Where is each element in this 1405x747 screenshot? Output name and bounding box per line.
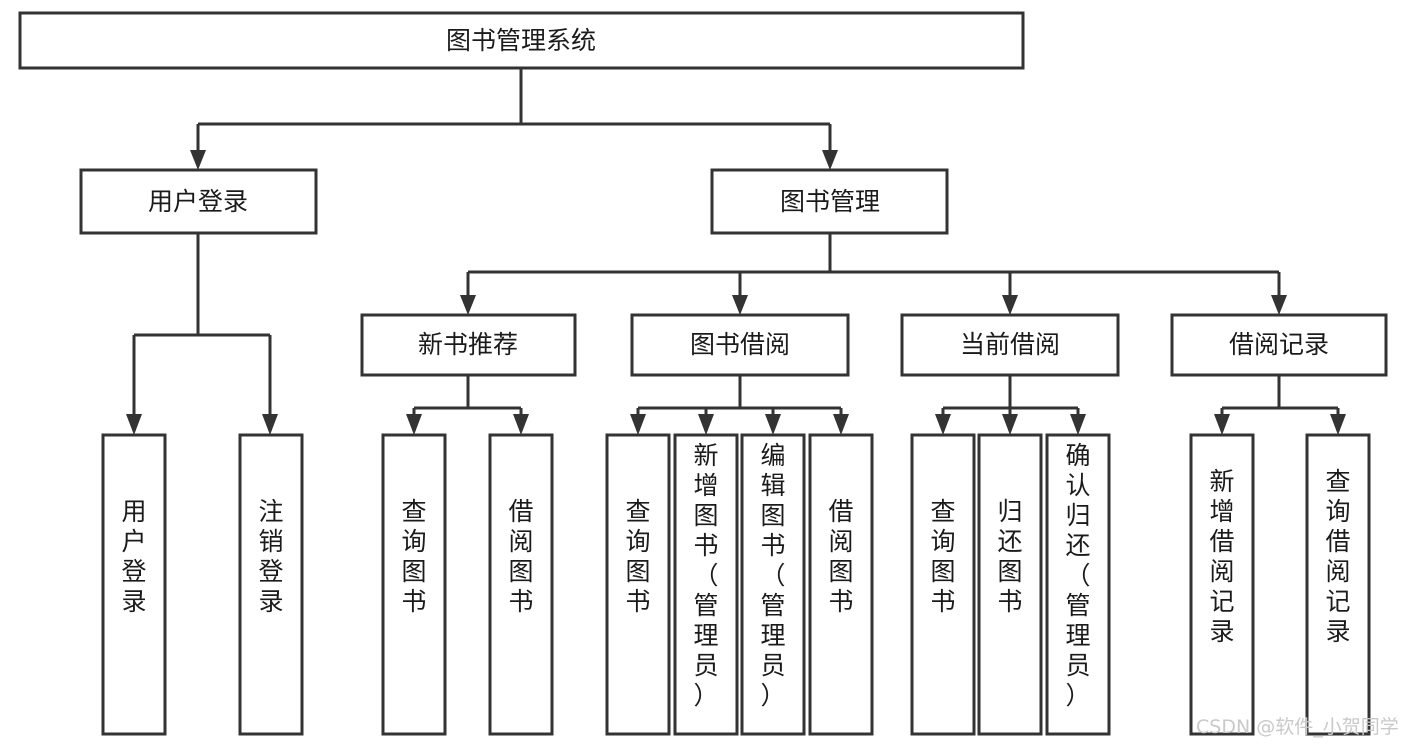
node-current-borrow-label: 当前借阅 — [960, 330, 1060, 359]
node-leaf-return-book[interactable]: 归还图书 — [977, 433, 1043, 736]
node-leaf-user-logout-label: 注销登录 — [258, 497, 283, 616]
node-leaf-add-record-label: 新增借阅记录 — [1209, 467, 1234, 646]
node-leaf-borrow-book-1-box[interactable] — [488, 433, 554, 736]
node-leaf-return-book-box[interactable] — [977, 433, 1043, 736]
node-new-book-rec-label: 新书推荐 — [418, 330, 518, 359]
node-leaf-query-record-label: 查询借阅记录 — [1325, 467, 1350, 646]
node-book-borrow-label: 图书借阅 — [690, 330, 790, 359]
node-leaf-query-book-2[interactable]: 查询图书 — [605, 433, 671, 736]
arrow-head-leaf-borrow-book-1 — [513, 414, 529, 435]
node-root-box[interactable] — [18, 11, 1025, 70]
node-leaf-borrow-book-1[interactable]: 借阅图书 — [488, 433, 554, 736]
arrow-head-borrow-record — [1271, 295, 1287, 315]
arrow-head-leaf-confirm-return — [1070, 414, 1086, 435]
node-leaf-borrow-book-2[interactable]: 借阅图书 — [808, 433, 874, 736]
node-new-book-rec[interactable]: 新书推荐 — [360, 313, 577, 377]
node-user-login-label: 用户登录 — [148, 187, 248, 216]
arrow-head-leaf-query-book-1 — [406, 414, 422, 435]
arrow-head-leaf-add-book — [698, 414, 714, 435]
node-root[interactable]: 图书管理系统 — [18, 11, 1025, 70]
node-current-borrow-box[interactable] — [900, 313, 1120, 377]
node-leaf-borrow-book-1-label: 借阅图书 — [508, 497, 533, 616]
connector-layer — [126, 68, 1346, 435]
node-leaf-add-record-box[interactable] — [1189, 433, 1255, 736]
node-borrow-record-box[interactable] — [1170, 313, 1388, 377]
node-new-book-rec-box[interactable] — [360, 313, 577, 377]
arrow-head-leaf-return-book — [1002, 414, 1018, 435]
node-leaf-add-book-box[interactable] — [673, 433, 739, 736]
node-leaf-borrow-book-2-label: 借阅图书 — [828, 497, 853, 616]
node-borrow-record-label: 借阅记录 — [1229, 330, 1329, 359]
node-leaf-edit-book-box[interactable] — [740, 433, 806, 736]
node-borrow-record[interactable]: 借阅记录 — [1170, 313, 1388, 377]
node-leaf-user-logout[interactable]: 注销登录 — [238, 433, 304, 736]
arrow-head-leaf-query-record — [1330, 414, 1346, 435]
arrow-head-user-login — [190, 150, 206, 170]
node-leaf-query-book-3[interactable]: 查询图书 — [910, 433, 976, 736]
node-leaf-query-book-2-box[interactable] — [605, 433, 671, 736]
arrow-head-leaf-edit-book — [765, 414, 781, 435]
node-leaf-confirm-return[interactable]: 确认归还（管理员） — [1045, 433, 1111, 736]
node-leaf-edit-book[interactable]: 编辑图书（管理员） — [740, 433, 806, 736]
node-root-label: 图书管理系统 — [446, 26, 596, 55]
node-current-borrow[interactable]: 当前借阅 — [900, 313, 1120, 377]
csdn-watermark: CSDN @软件_小贺同学 — [1196, 716, 1399, 738]
node-leaf-confirm-return-label: 确认归还（管理员） — [1065, 441, 1090, 710]
arrow-head-leaf-user-logout — [262, 414, 278, 435]
node-leaf-add-book[interactable]: 新增图书（管理员） — [673, 433, 739, 736]
node-leaf-query-book-3-label: 查询图书 — [930, 497, 955, 616]
node-leaf-return-book-label: 归还图书 — [997, 497, 1022, 616]
node-book-manage-label: 图书管理 — [780, 187, 880, 216]
node-leaf-add-record[interactable]: 新增借阅记录 — [1189, 433, 1255, 736]
node-leaf-user-login-label: 用户登录 — [121, 497, 146, 616]
node-leaf-query-record[interactable]: 查询借阅记录 — [1305, 433, 1371, 736]
node-user-login-box[interactable] — [79, 168, 318, 235]
arrow-head-new-book-rec — [460, 295, 476, 315]
arrow-head-leaf-user-login — [126, 414, 142, 435]
node-leaf-query-book-2-label: 查询图书 — [625, 497, 650, 616]
node-leaf-user-logout-box[interactable] — [238, 433, 304, 736]
node-book-borrow[interactable]: 图书借阅 — [630, 313, 850, 377]
arrow-head-book-borrow — [732, 295, 748, 315]
node-leaf-query-book-1-box[interactable] — [381, 433, 447, 736]
node-leaf-query-book-3-box[interactable] — [910, 433, 976, 736]
node-leaf-query-book-1-label: 查询图书 — [401, 497, 426, 616]
node-leaf-user-login[interactable]: 用户登录 — [101, 433, 167, 736]
node-leaf-confirm-return-box[interactable] — [1045, 433, 1111, 736]
arrow-head-book-manage — [822, 150, 838, 170]
node-leaf-user-login-box[interactable] — [101, 433, 167, 736]
arrow-head-leaf-query-book-2 — [630, 414, 646, 435]
arrow-head-leaf-query-book-3 — [935, 414, 951, 435]
node-leaf-edit-book-label: 编辑图书（管理员） — [760, 441, 785, 710]
node-book-manage-box[interactable] — [710, 168, 949, 235]
node-leaf-query-book-1[interactable]: 查询图书 — [381, 433, 447, 736]
node-leaf-add-book-label: 新增图书（管理员） — [693, 441, 718, 710]
arrow-head-current-borrow — [1002, 295, 1018, 315]
node-user-login[interactable]: 用户登录 — [79, 168, 318, 235]
arrow-head-leaf-borrow-book-2 — [833, 414, 849, 435]
node-leaf-query-record-box[interactable] — [1305, 433, 1371, 736]
arrow-head-leaf-add-record — [1214, 414, 1230, 435]
node-book-borrow-box[interactable] — [630, 313, 850, 377]
node-book-manage[interactable]: 图书管理 — [710, 168, 949, 235]
node-leaf-borrow-book-2-box[interactable] — [808, 433, 874, 736]
